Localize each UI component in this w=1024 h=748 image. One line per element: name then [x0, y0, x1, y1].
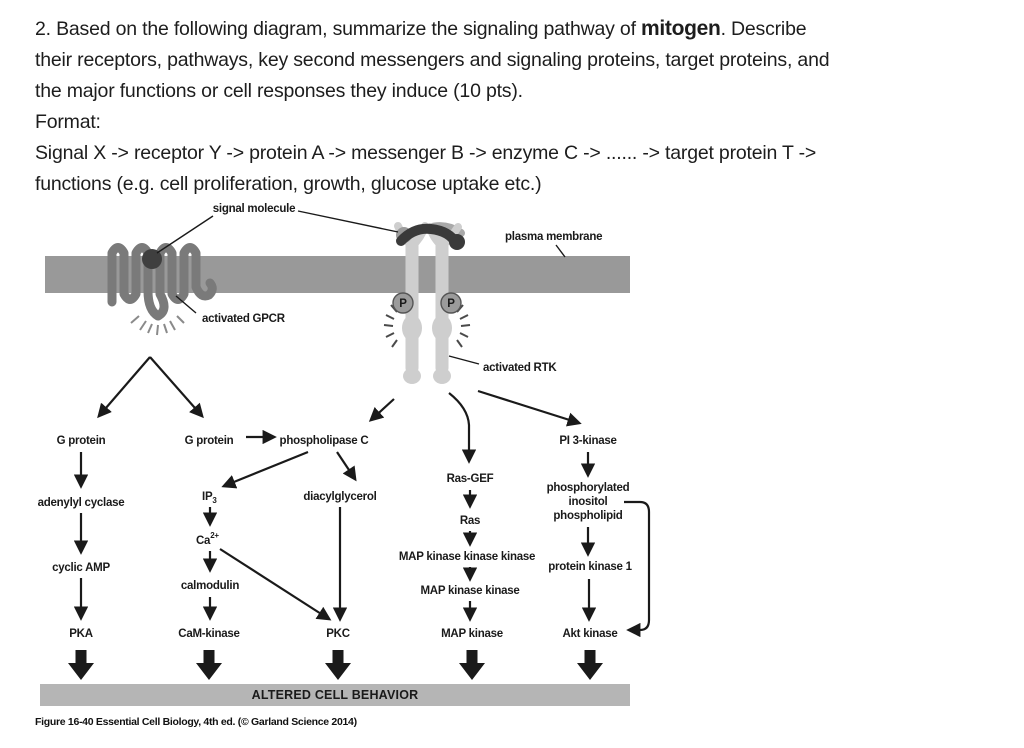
- question-line-3: the major functions or cell responses th…: [35, 80, 523, 102]
- activated-rtk-label: activated RTK: [483, 362, 557, 374]
- question-text: 2. Based on the following diagram, summa…: [35, 13, 995, 200]
- question-bold-term: mitogen: [641, 17, 721, 40]
- ip3-subscript: 3: [212, 496, 217, 505]
- rtk-phosphate-right: P: [440, 292, 462, 314]
- question-line-1: 2. Based on the following diagram, summa…: [35, 13, 995, 45]
- node-g-protein-2: G protein: [185, 435, 234, 447]
- rtk-left-kinase-domain: [402, 315, 422, 341]
- altered-cell-behavior-bar: [40, 684, 630, 706]
- node-pip-line3: phospholipid: [553, 510, 622, 522]
- node-pka: PKA: [69, 628, 93, 640]
- gpcr-activation-rays: [130, 315, 185, 336]
- figure-caption: Figure 16-40 Essential Cell Biology, 4th…: [35, 716, 357, 728]
- rtk-ligand-dark-blob: [449, 234, 465, 250]
- question-line-5: Signal X -> receptor Y -> protein A -> m…: [35, 142, 817, 164]
- rtk-phosphate-left: P: [392, 292, 414, 314]
- question-line-2: their receptors, pathways, key second me…: [35, 49, 830, 71]
- node-cyclic-amp: cyclic AMP: [52, 562, 110, 574]
- rtk-right-kinase-domain: [432, 315, 452, 341]
- signal-molecule-dot: [142, 249, 162, 269]
- node-diacylglycerol: diacylglycerol: [303, 491, 376, 503]
- question-line1-post: . Describe: [720, 18, 807, 40]
- signal-molecule-leader-gpcr: [156, 215, 214, 254]
- node-cam-kinase: CaM-kinase: [178, 628, 239, 640]
- pathway-arrows: [73, 356, 651, 638]
- rtk-left-foot: [403, 368, 421, 384]
- node-pkc: PKC: [326, 628, 350, 640]
- outcome-block-arrows: [68, 650, 603, 680]
- ca-superscript: 2+: [210, 531, 219, 540]
- node-phospholipase-c: phospholipase C: [280, 435, 369, 447]
- pip-to-akt-bracket: [624, 500, 651, 638]
- plasma-membrane-label: plasma membrane: [505, 231, 602, 243]
- activated-gpcr-leader: [175, 295, 197, 314]
- node-ras-gef: Ras-GEF: [447, 473, 494, 485]
- node-pi3-kinase: PI 3-kinase: [559, 435, 616, 447]
- ca-base: Ca: [196, 535, 211, 547]
- signal-molecule-label: signal molecule: [213, 203, 296, 215]
- node-calmodulin: calmodulin: [181, 580, 239, 592]
- question-line-4: Format:: [35, 111, 101, 133]
- phosphate-label-right: P: [447, 298, 455, 310]
- activated-gpcr-label: activated GPCR: [202, 313, 286, 325]
- node-ca2plus: Ca2+: [196, 531, 219, 547]
- activated-rtk-leader: [448, 355, 480, 365]
- phosphate-label-left: P: [399, 298, 407, 310]
- node-ras: Ras: [460, 515, 480, 527]
- altered-cell-behavior-label: ALTERED CELL BEHAVIOR: [252, 688, 419, 702]
- rtk-receptor: P P: [383, 222, 471, 384]
- node-pip-line2: inositol: [569, 496, 608, 508]
- gpcr-receptor: [107, 243, 217, 336]
- node-akt-kinase: Akt kinase: [562, 628, 617, 640]
- node-protein-kinase-1: protein kinase 1: [548, 561, 632, 573]
- rtk-right-foot: [433, 368, 451, 384]
- plasma-membrane-bar: [45, 256, 630, 293]
- node-g-protein-1: G protein: [57, 435, 106, 447]
- node-adenylyl-cyclase: adenylyl cyclase: [38, 497, 125, 509]
- ip3-base: IP: [202, 491, 213, 503]
- plasma-membrane-leader: [555, 244, 566, 258]
- node-map-kinase: MAP kinase: [441, 628, 503, 640]
- signal-molecule-leader-rtk: [297, 210, 399, 233]
- node-map-kinase-kinase-kinase: MAP kinase kinase kinase: [399, 551, 535, 563]
- question-line1-pre: 2. Based on the following diagram, summa…: [35, 18, 642, 40]
- question-line-6: functions (e.g. cell proliferation, grow…: [35, 173, 542, 195]
- node-ip3: IP3: [202, 491, 217, 505]
- node-map-kinase-kinase: MAP kinase kinase: [420, 585, 519, 597]
- node-pip-line1: phosphorylated: [547, 482, 630, 494]
